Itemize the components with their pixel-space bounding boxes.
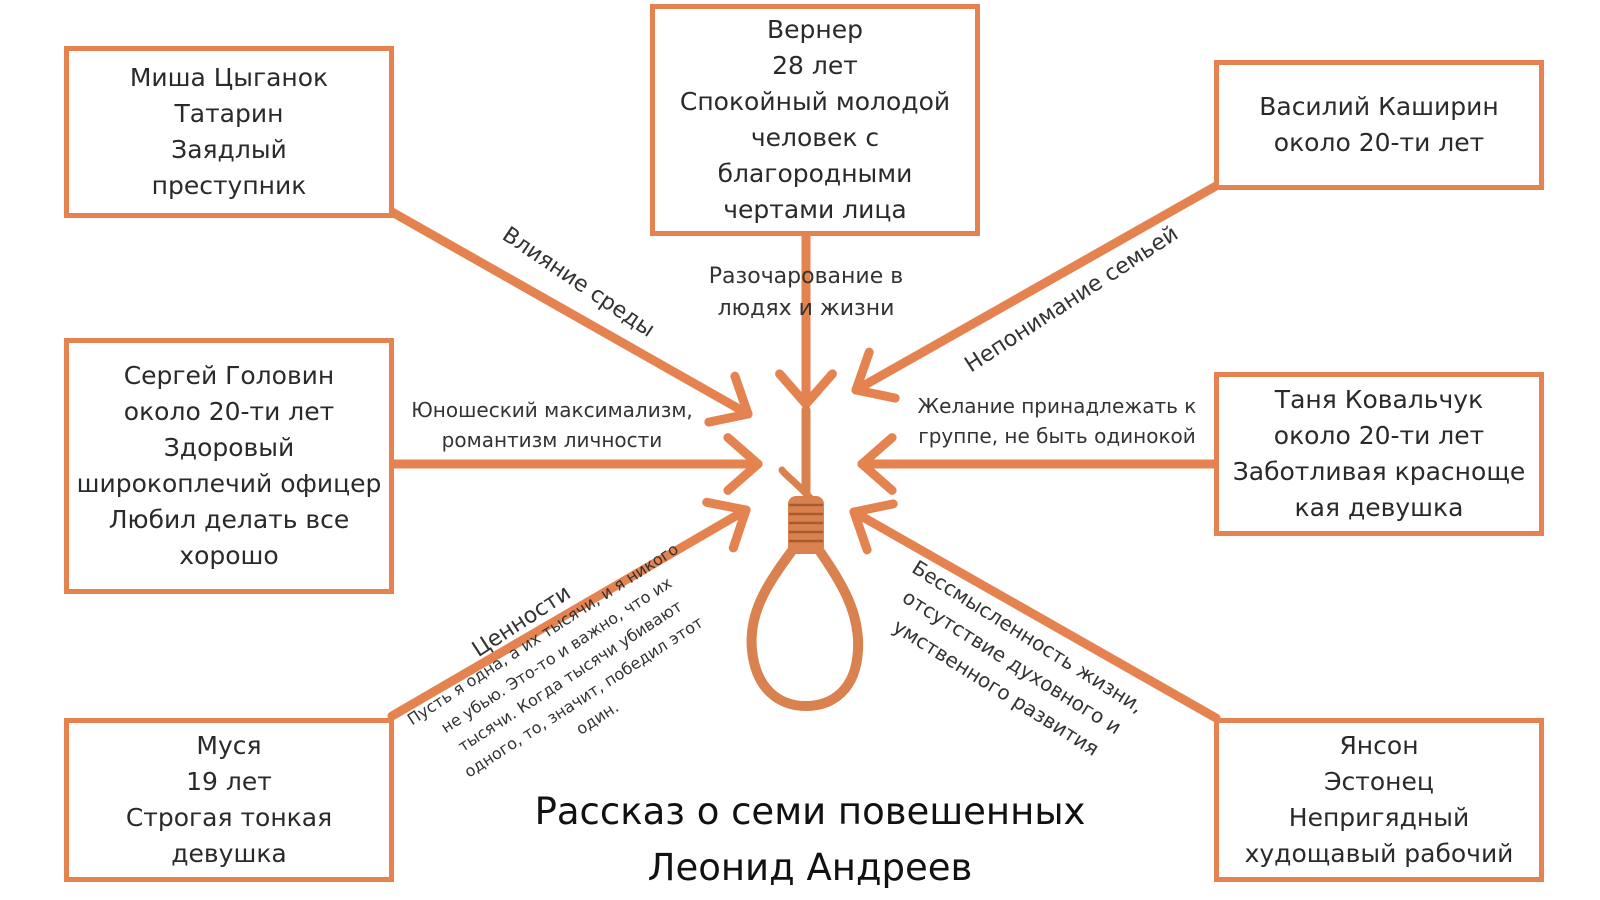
character-line: хорошо <box>179 541 279 570</box>
character-name: Муся <box>196 731 262 760</box>
character-line: Любил делать все <box>108 505 350 534</box>
arrow-werner-head-b <box>801 369 837 409</box>
character-box-misha: Миша Цыганок Татарин Заядлый преступник <box>64 46 394 218</box>
motive-label-sergey: Юношеский максимализм, романтизм личност… <box>411 398 693 452</box>
motive-label-tanya: Желание принадлежать к группе, не быть о… <box>917 394 1197 448</box>
character-name: Миша Цыганок <box>129 63 329 92</box>
arrow-musya-head-a <box>728 505 751 553</box>
character-name: Вернер <box>767 15 863 44</box>
character-box-tanya: Таня Ковальчук около 20-ти лет Заботлива… <box>1214 372 1544 536</box>
arrow-yanson-shaft <box>849 507 1221 723</box>
character-line: около 20-ти лет <box>1273 128 1485 157</box>
arrow-misha-head-a <box>704 409 753 427</box>
character-line: 19 лет <box>186 767 272 796</box>
noose-knot <box>788 496 824 554</box>
character-line: кая девушка <box>1294 493 1464 522</box>
arrow-musya-head-b <box>702 497 751 515</box>
character-box-musya: Муся 19 лет Строгая тонкая девушка <box>64 718 394 882</box>
arrow-misha <box>387 207 753 427</box>
character-line: около 20-ти лет <box>123 397 335 426</box>
arrow-musya <box>387 497 751 721</box>
arrows <box>387 181 1221 723</box>
page-title: Рассказ о семи повешенных <box>534 790 1086 833</box>
character-line: Строгая тонкая <box>125 803 333 832</box>
character-line: Непригядный <box>1288 803 1470 832</box>
character-line: 28 лет <box>772 51 858 80</box>
character-line: преступник <box>151 171 307 200</box>
character-line: широкоплечий офицер <box>76 469 382 498</box>
character-line: благородными <box>717 159 913 188</box>
character-name: Таня Ковальчук <box>1274 385 1484 414</box>
page-subtitle-author: Леонид Андреев <box>647 846 973 889</box>
character-line: Заядлый <box>171 135 287 164</box>
noose-loose-end <box>778 466 816 504</box>
arrow-vasily-head-a <box>851 347 874 395</box>
character-box-yanson: Янсон Эстонец Непригядный худощавый рабо… <box>1214 718 1544 882</box>
character-name: Василий Каширин <box>1259 92 1499 121</box>
arrow-musya-shaft <box>387 505 751 721</box>
character-name: Янсон <box>1339 731 1419 760</box>
arrow-vasily-shaft <box>851 181 1221 395</box>
motive-label-werner: Разочарование в людях и жизни <box>708 264 904 321</box>
character-line: чертами лица <box>723 195 907 224</box>
character-line: девушка <box>171 839 287 868</box>
arrow-misha-shaft <box>387 207 753 419</box>
arrow-sergey-head-a <box>723 459 763 495</box>
character-box-vasily: Василий Каширин около 20-ти лет <box>1214 60 1544 190</box>
arrow-vasily <box>851 181 1221 403</box>
arrow-tanya <box>857 433 1221 495</box>
arrow-yanson-head-a <box>849 499 898 517</box>
character-line: Татарин <box>174 99 284 128</box>
character-line: около 20-ти лет <box>1273 421 1485 450</box>
arrow-tanya-head-b <box>857 459 897 495</box>
noose-icon <box>746 405 864 712</box>
character-line: Здоровый <box>163 433 295 462</box>
arrow-sergey-head-b <box>723 433 763 469</box>
arrow-vasily-head-b <box>851 385 900 403</box>
character-line: Спокойный молодой <box>679 87 951 116</box>
character-line: Эстонец <box>1324 767 1434 796</box>
arrow-sergey <box>387 433 763 495</box>
arrow-yanson-head-b <box>849 507 872 555</box>
character-line: человек с <box>750 123 880 152</box>
arrow-misha-head-b <box>730 371 753 419</box>
character-box-sergey: Сергей Головин около 20-ти лет Здоровый … <box>64 338 394 594</box>
character-line: Заботливая красноще <box>1232 457 1526 486</box>
arrow-werner-head-a <box>775 369 811 409</box>
character-name: Сергей Головин <box>123 361 335 390</box>
character-box-werner: Вернер 28 лет Спокойный молодой человек … <box>650 4 980 236</box>
arrow-werner <box>775 229 837 409</box>
arrow-yanson <box>849 499 1221 723</box>
arrow-tanya-head-a <box>857 433 897 469</box>
character-line: худощавый рабочий <box>1244 839 1514 868</box>
noose-loop <box>746 535 864 712</box>
